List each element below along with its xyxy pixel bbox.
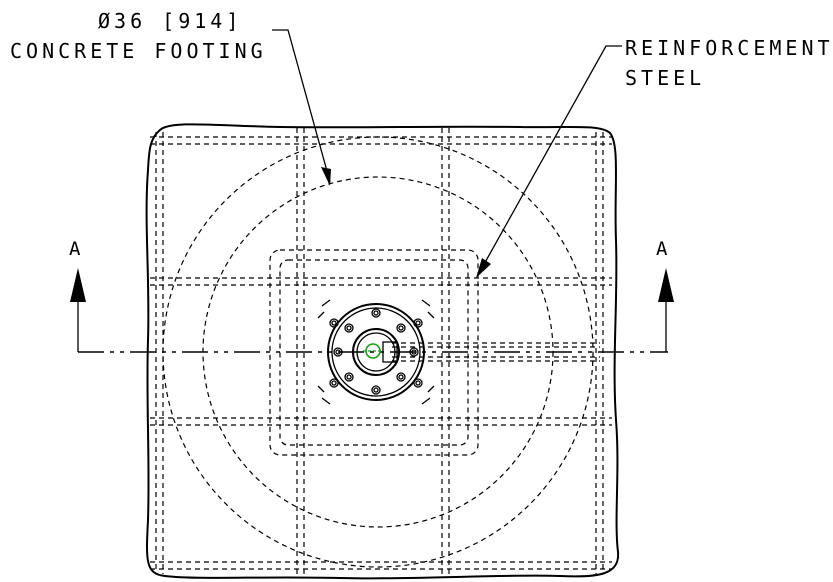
footing-outline xyxy=(145,123,620,580)
section-marker-right-label: A xyxy=(656,238,668,260)
reinforcement-leader-arrowhead xyxy=(476,258,491,278)
section-arrow-right xyxy=(658,268,674,302)
section-arrow-left xyxy=(70,268,86,302)
rebar-grid-horizontal xyxy=(150,136,612,570)
footing-description-label: CONCRETE FOOTING xyxy=(10,39,267,63)
footing-dimension-value: 36 [914] xyxy=(114,9,243,33)
rebar-grid-vertical xyxy=(155,128,604,578)
footing-dimension-label: Ø36 [914] xyxy=(98,10,242,32)
center-mark xyxy=(363,343,383,359)
anchor-bolts xyxy=(329,308,423,395)
column-base-plate xyxy=(327,303,425,401)
reinforcement-leader-line xyxy=(477,45,622,276)
footing-leader-line xyxy=(272,29,331,183)
reinforcement-label-line1: REINFORCEMENT xyxy=(625,36,833,60)
leveling-brackets xyxy=(317,299,435,405)
conduit-lines xyxy=(392,342,600,362)
section-marker-left-label: A xyxy=(69,238,81,260)
footing-leader-arrowhead xyxy=(321,167,331,186)
anchor-cage-outer xyxy=(269,249,479,456)
reinforcement-label-line2: STEEL xyxy=(625,66,706,90)
diameter-symbol: Ø xyxy=(98,9,115,33)
